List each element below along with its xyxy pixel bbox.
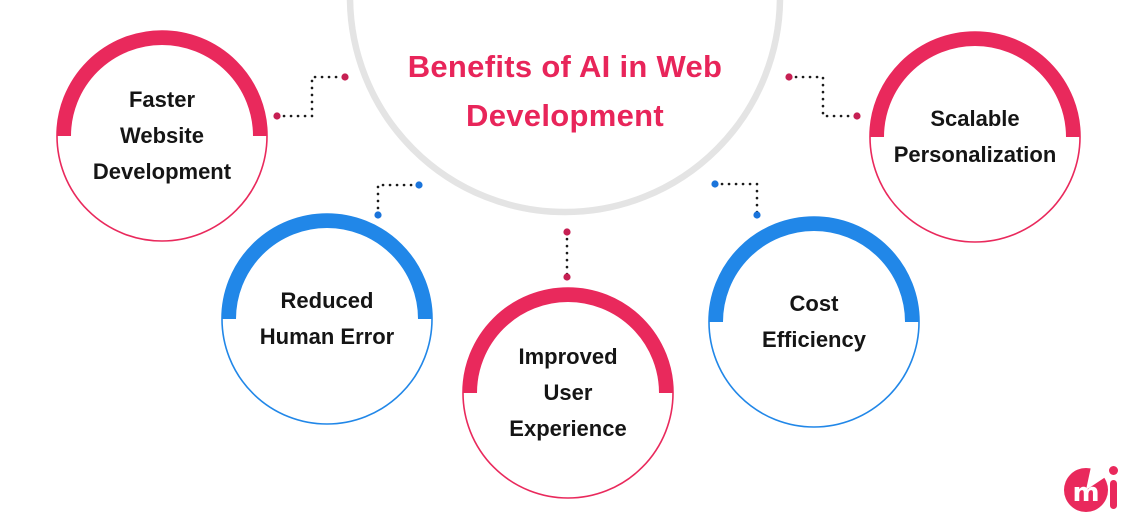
node-faster-website-development: Faster Website Development bbox=[50, 24, 274, 248]
node-label: Scalable Personalization bbox=[893, 106, 1057, 167]
connector-endpoint-dot bbox=[853, 112, 861, 120]
node-ring bbox=[221, 213, 433, 425]
node-label: Improved User Experience bbox=[509, 344, 627, 441]
connector-endpoint-dot bbox=[753, 211, 761, 219]
connector-scalable-personalization bbox=[785, 73, 861, 120]
cmi-logo: m bbox=[1064, 462, 1118, 512]
connector-faster-website-development bbox=[273, 73, 349, 120]
connector-endpoint-dot bbox=[374, 211, 382, 219]
node-improved-user-experience: Improved User Experience bbox=[456, 281, 680, 505]
node-label: Faster Website Development bbox=[92, 87, 232, 184]
header-arc bbox=[346, 0, 784, 216]
node-cost-efficiency: Cost Efficiency bbox=[702, 210, 926, 434]
connector-endpoint-dot bbox=[563, 273, 571, 281]
node-ring bbox=[462, 287, 674, 499]
logo-monogram: m bbox=[1072, 478, 1099, 508]
logo-i-dot bbox=[1109, 466, 1118, 475]
logo-i-stem bbox=[1110, 480, 1117, 509]
node-reduced-human-error: Reduced Human Error bbox=[215, 207, 439, 431]
node-ring bbox=[56, 30, 268, 242]
connector-improved-user-experience bbox=[563, 228, 571, 281]
connector-endpoint-dot bbox=[341, 73, 349, 81]
node-scalable-personalization: Scalable Personalization bbox=[863, 25, 1087, 249]
node-label: Reduced Human Error bbox=[259, 288, 395, 349]
node-ring bbox=[708, 216, 920, 428]
logo-notch bbox=[1086, 462, 1110, 490]
connector-reduced-human-error bbox=[374, 181, 423, 219]
page-title: Benefits of AI in Web Development bbox=[407, 49, 723, 133]
node-ring bbox=[869, 31, 1081, 243]
connector-endpoint-dot bbox=[273, 112, 281, 120]
connector-endpoint-dot bbox=[785, 73, 793, 81]
connector-endpoint-dot bbox=[563, 228, 571, 236]
connector-cost-efficiency bbox=[711, 180, 761, 219]
node-label: Cost Efficiency bbox=[762, 291, 866, 352]
connector-endpoint-dot bbox=[711, 180, 719, 188]
connector-endpoint-dot bbox=[415, 181, 423, 189]
